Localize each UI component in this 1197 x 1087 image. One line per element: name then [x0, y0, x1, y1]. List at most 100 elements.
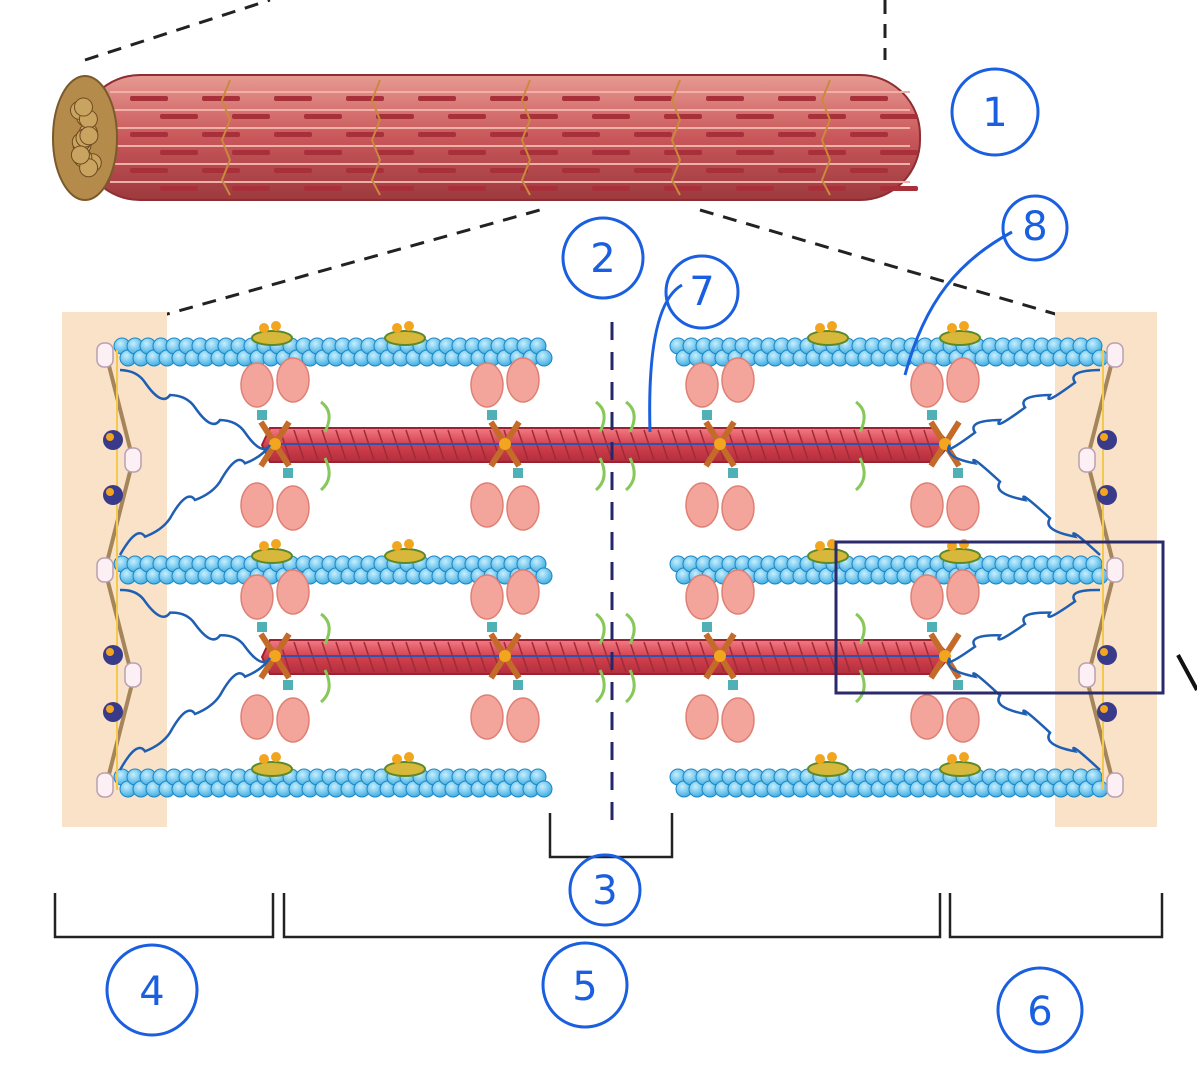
myofibril-end — [80, 127, 98, 145]
nebulin-dot — [103, 645, 123, 665]
essential-chain — [513, 468, 523, 478]
myosin-head — [911, 483, 943, 527]
troponin-sub — [392, 323, 402, 333]
myosin-head — [241, 363, 273, 407]
band-mark — [880, 186, 918, 191]
thick-filament — [241, 570, 979, 742]
band-mark — [592, 150, 630, 155]
label-3: 3 — [592, 868, 617, 914]
label-6: 6 — [1027, 989, 1052, 1035]
troponin-sub — [271, 752, 281, 762]
nebulin-dot — [103, 485, 123, 505]
label-1: 1 — [982, 90, 1007, 136]
nebulin-cap — [1100, 488, 1108, 496]
myosin-head — [277, 570, 309, 614]
myosin-head — [686, 483, 718, 527]
troponin-sub — [947, 323, 957, 333]
band-mark — [778, 96, 816, 101]
myosin-head — [277, 486, 309, 530]
band-mark — [346, 132, 384, 137]
troponin-sub — [259, 541, 269, 551]
cap-z — [1107, 343, 1123, 367]
myosin-head — [947, 698, 979, 742]
band-mark — [778, 168, 816, 173]
troponin-sub — [827, 752, 837, 762]
band-mark — [880, 150, 918, 155]
band-mark — [562, 168, 600, 173]
myosin-head — [911, 695, 943, 739]
light-chain — [499, 438, 511, 450]
actin-bead — [536, 350, 552, 366]
cap-z — [125, 448, 141, 472]
band-mark — [634, 168, 672, 173]
essential-chain — [283, 468, 293, 478]
troponin-sub — [392, 754, 402, 764]
myosin-head — [686, 695, 718, 739]
band-mark — [376, 114, 414, 119]
myosin-head — [686, 363, 718, 407]
troponin — [385, 762, 425, 776]
myosin-head — [722, 698, 754, 742]
band-mark — [160, 186, 198, 191]
nebulin-cap — [106, 433, 114, 441]
nebulin-cap — [1100, 648, 1108, 656]
band-mark — [448, 114, 486, 119]
band-mark — [304, 114, 342, 119]
essential-chain — [487, 410, 497, 420]
label-2: 2 — [590, 236, 615, 282]
sarcomere-icon — [97, 321, 1123, 797]
band-mark — [232, 114, 270, 119]
troponin — [385, 331, 425, 345]
band-mark — [130, 132, 168, 137]
troponin — [940, 762, 980, 776]
band-mark — [706, 168, 744, 173]
actin-bead — [1092, 568, 1108, 584]
essential-chain — [257, 410, 267, 420]
actin-bead — [536, 568, 552, 584]
troponin — [385, 549, 425, 563]
band-mark — [850, 168, 888, 173]
myosin-head — [471, 575, 503, 619]
light-chain — [714, 438, 726, 450]
pointer-stroke — [1178, 655, 1197, 690]
myosin-head — [241, 483, 273, 527]
troponin-sub — [947, 754, 957, 764]
myosin-head — [507, 570, 539, 614]
band-mark — [634, 96, 672, 101]
band-mark — [592, 186, 630, 191]
band-mark — [346, 96, 384, 101]
myosin-head — [241, 575, 273, 619]
band-mark — [232, 150, 270, 155]
band-mark — [736, 150, 774, 155]
band-mark — [274, 168, 312, 173]
actin-bead — [536, 781, 552, 797]
band-mark — [274, 132, 312, 137]
actin-bead — [1092, 781, 1108, 797]
band-mark — [706, 96, 744, 101]
essential-chain — [927, 410, 937, 420]
myosin-head — [722, 358, 754, 402]
myosin-head — [507, 486, 539, 530]
troponin-sub — [959, 321, 969, 331]
myosin-head — [471, 695, 503, 739]
band-mark — [592, 114, 630, 119]
nebulin-dot — [1097, 430, 1117, 450]
troponin — [252, 331, 292, 345]
troponin-sub — [404, 321, 414, 331]
band-mark — [490, 168, 528, 173]
myosin-head — [277, 698, 309, 742]
band-mark — [520, 114, 558, 119]
myosin-head — [507, 358, 539, 402]
band-mark — [736, 186, 774, 191]
band-mark — [736, 114, 774, 119]
band-mark — [778, 132, 816, 137]
cap-z — [125, 663, 141, 687]
nebulin-cap — [106, 705, 114, 713]
troponin-sub — [259, 754, 269, 764]
band-mark — [304, 186, 342, 191]
essential-chain — [728, 680, 738, 690]
band-mark — [304, 150, 342, 155]
label-7: 7 — [689, 269, 714, 315]
nebulin-cap — [1100, 705, 1108, 713]
